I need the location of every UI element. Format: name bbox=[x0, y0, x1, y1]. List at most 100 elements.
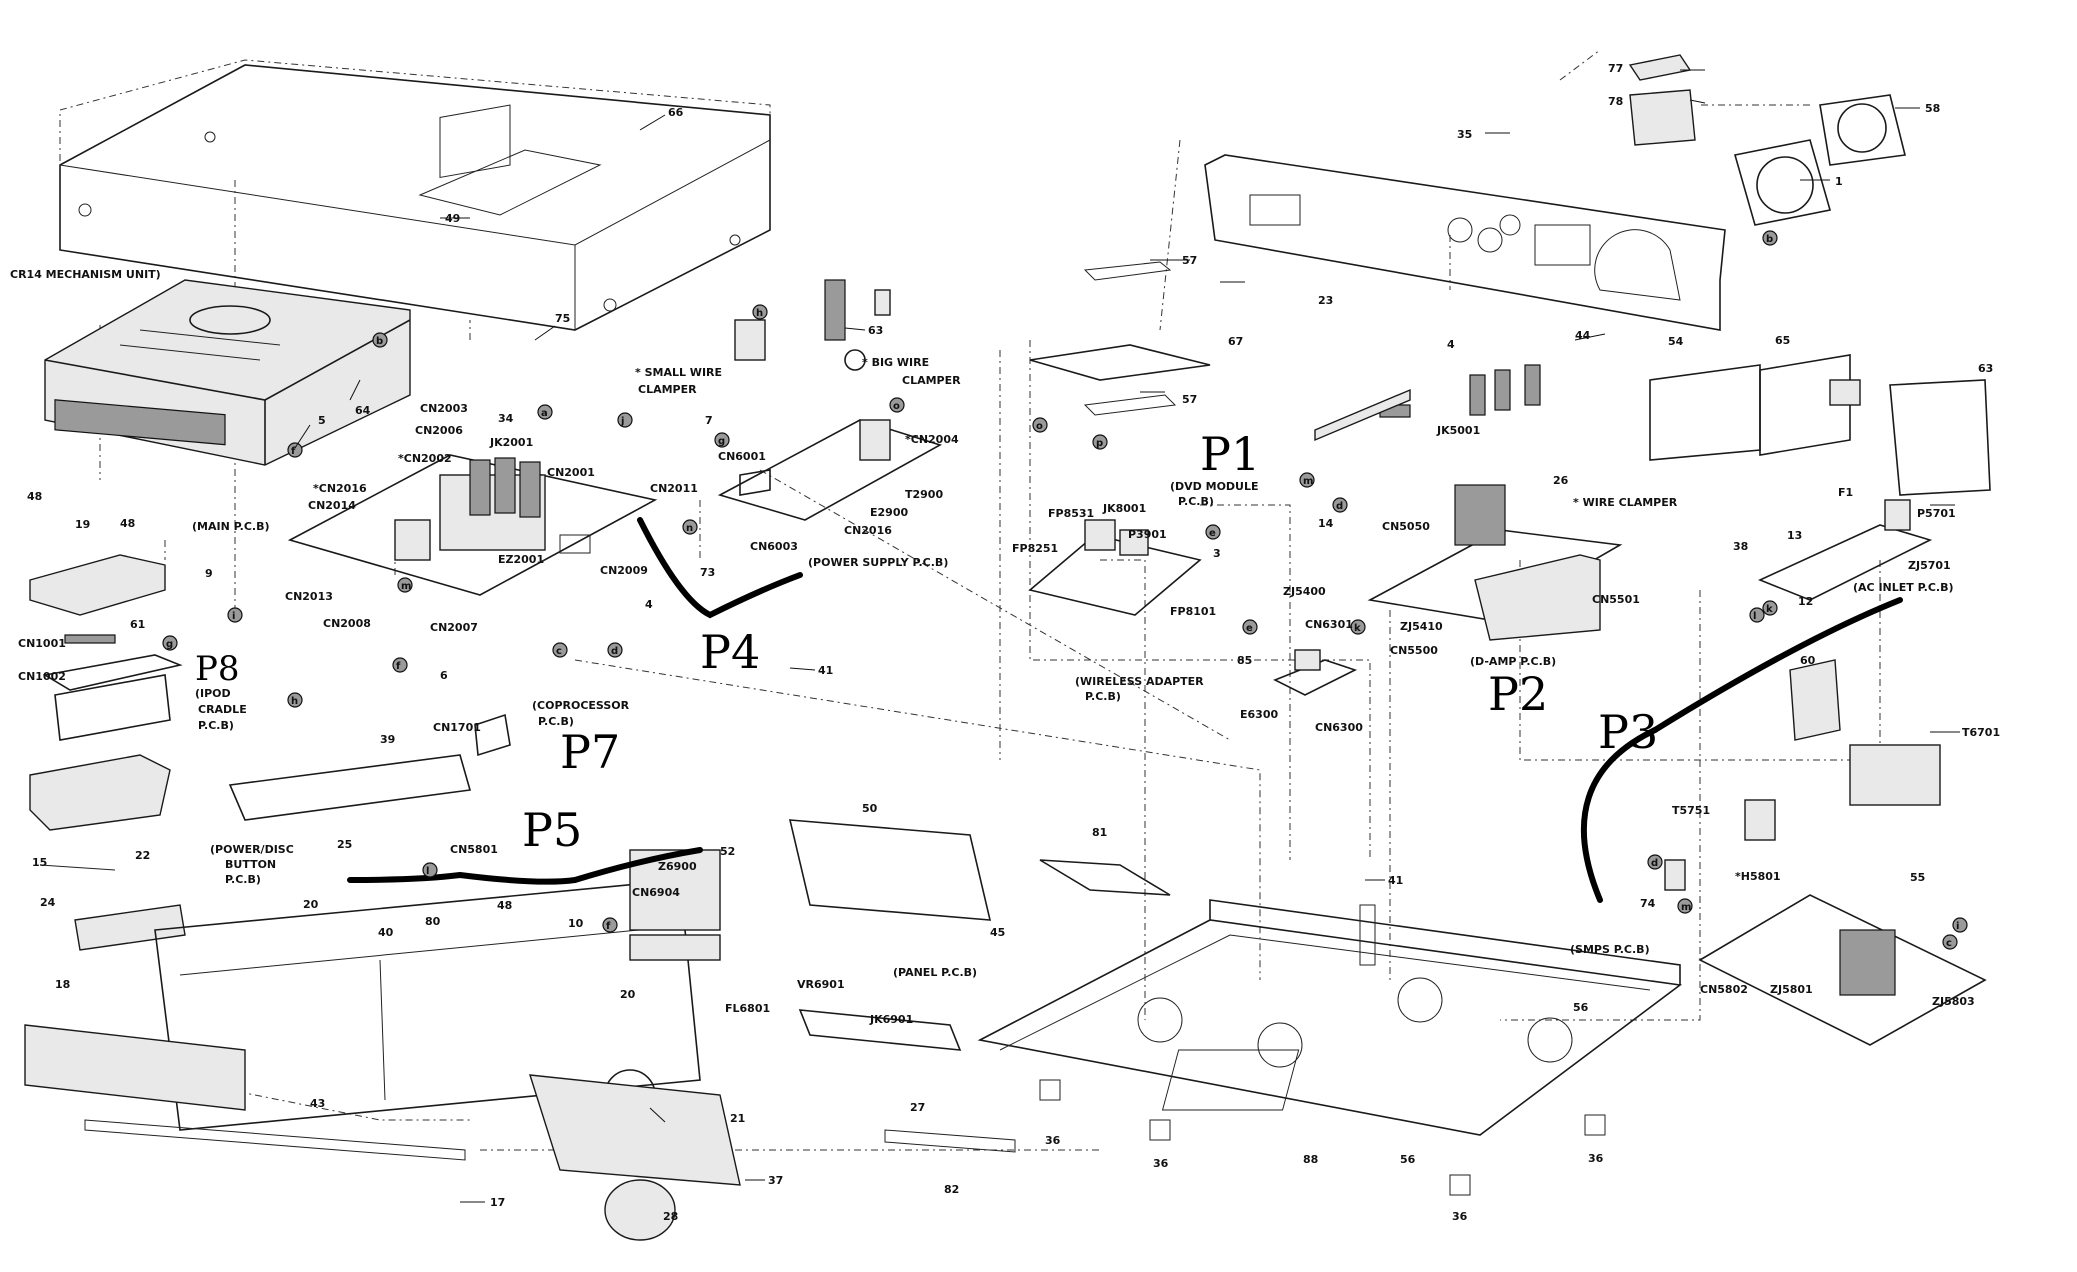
part-36d: 36 bbox=[1588, 1152, 1604, 1165]
part-23: 23 bbox=[1318, 294, 1333, 307]
handwritten-labels: P1 P2 P3 P4 P5 P7 P8 bbox=[195, 427, 1658, 857]
callout-e: e bbox=[1209, 528, 1216, 539]
callout-c: c bbox=[556, 646, 562, 657]
label-power-supply-pcb: (POWER SUPPLY P.C.B) bbox=[808, 556, 948, 569]
ref-ez2001: EZ2001 bbox=[498, 553, 544, 566]
handwritten-p3: P3 bbox=[1598, 705, 1658, 759]
part-35: 35 bbox=[1457, 128, 1472, 141]
part-63: 63 bbox=[868, 324, 883, 337]
label-power-disc-3: P.C.B) bbox=[225, 873, 261, 886]
label-power-disc-1: (POWER/DISC bbox=[210, 843, 294, 856]
part-63b: 63 bbox=[1978, 362, 1993, 375]
part-21: 21 bbox=[730, 1112, 745, 1125]
part-36c: 36 bbox=[1452, 1210, 1468, 1223]
ref-cn2009: CN2009 bbox=[600, 564, 648, 577]
part-15: 15 bbox=[32, 856, 47, 869]
label-wire-clamper: * WIRE CLAMPER bbox=[1573, 496, 1678, 509]
callout-f: f bbox=[291, 446, 296, 457]
part-27: 27 bbox=[910, 1101, 925, 1114]
callout-h: h bbox=[291, 696, 298, 707]
callout-l: l bbox=[1753, 611, 1756, 622]
part-45: 45 bbox=[990, 926, 1005, 939]
label-mechanism: CR14 MECHANISM UNIT) bbox=[10, 268, 161, 281]
ref-cn6003: CN6003 bbox=[750, 540, 798, 553]
ref-cn2001: CN2001 bbox=[547, 466, 595, 479]
callout-k2: k bbox=[1766, 604, 1773, 615]
callout-d2: d bbox=[1336, 501, 1343, 512]
ref-jk2001: JK2001 bbox=[489, 436, 533, 449]
part-28: 28 bbox=[663, 1210, 678, 1223]
part-80: 80 bbox=[425, 915, 441, 928]
part-75: 75 bbox=[555, 312, 570, 325]
part-14: 14 bbox=[1318, 517, 1334, 530]
part-49: 49 bbox=[445, 212, 460, 225]
part-18: 18 bbox=[55, 978, 70, 991]
callout-o2: o bbox=[1036, 421, 1043, 432]
label-dvd-module-1: (DVD MODULE bbox=[1170, 480, 1259, 493]
handwritten-p4: P4 bbox=[700, 625, 760, 679]
ref-zj5701: ZJ5701 bbox=[1908, 559, 1951, 572]
label-small-wire-2: CLAMPER bbox=[638, 383, 697, 396]
callout-d3: d bbox=[1651, 858, 1658, 869]
label-panel-pcb: (PANEL P.C.B) bbox=[893, 966, 977, 979]
part-55: 55 bbox=[1910, 871, 1925, 884]
part-38: 38 bbox=[1733, 540, 1748, 553]
part-1: 1 bbox=[1835, 175, 1843, 188]
cr14-mechanism-unit bbox=[44, 279, 411, 466]
callout-l2: l bbox=[426, 866, 429, 877]
part-54: 54 bbox=[1668, 335, 1684, 348]
ref-t6701: T6701 bbox=[1962, 726, 2000, 739]
ref-fp8251: FP8251 bbox=[1012, 542, 1058, 555]
label-wireless-1: (WIRELESS ADAPTER bbox=[1075, 675, 1204, 688]
front-panel-assembly bbox=[24, 754, 992, 1241]
part-41b: 41 bbox=[1388, 874, 1403, 887]
label-big-wire-2: CLAMPER bbox=[902, 374, 961, 387]
part-7: 7 bbox=[705, 414, 713, 427]
reference-designator-labels: CN2003 CN2006 *CN2002 JK2001 CN2001 *CN2… bbox=[18, 402, 2000, 1026]
part-9: 9 bbox=[205, 567, 213, 580]
ref-cn2003: CN2003 bbox=[420, 402, 468, 415]
part-24: 24 bbox=[40, 896, 56, 909]
callout-bubbles: b a m f i g f h c d j n h g o o p e m d … bbox=[162, 230, 1968, 950]
ref-cn1001: CN1001 bbox=[18, 637, 66, 650]
ref-cn6300: CN6300 bbox=[1315, 721, 1363, 734]
callout-e2: e bbox=[1246, 623, 1253, 634]
handwritten-p8: P8 bbox=[195, 649, 240, 689]
part-34: 34 bbox=[498, 412, 514, 425]
callout-i: i bbox=[232, 611, 235, 622]
part-64: 64 bbox=[355, 404, 371, 417]
board-name-labels: CR14 MECHANISM UNIT) (MAIN P.C.B) (POWER… bbox=[10, 268, 1953, 979]
cooling-fan bbox=[1628, 54, 1906, 226]
ref-cn5801: CN5801 bbox=[450, 843, 498, 856]
ref-cn1002: CN1002 bbox=[18, 670, 66, 683]
label-d-amp-pcb: (D-AMP P.C.B) bbox=[1470, 655, 1556, 668]
callout-d: d bbox=[611, 646, 618, 657]
ref-cn2002: *CN2002 bbox=[398, 452, 452, 465]
ref-cn5500: CN5500 bbox=[1390, 644, 1438, 657]
part-12: 12 bbox=[1798, 595, 1813, 608]
top-cover bbox=[59, 64, 771, 331]
part-57b: 57 bbox=[1182, 393, 1197, 406]
part-37: 37 bbox=[768, 1174, 783, 1187]
handwritten-p1: P1 bbox=[1200, 427, 1260, 481]
ref-z6900: Z6900 bbox=[658, 860, 697, 873]
smps-pcb bbox=[1664, 659, 1987, 1046]
ipod-cradle-assembly bbox=[29, 554, 183, 871]
ref-jk5001: JK5001 bbox=[1436, 424, 1480, 437]
ref-zj5803: ZJ5803 bbox=[1932, 995, 1975, 1008]
ref-cn2016b: CN2016 bbox=[844, 524, 892, 537]
part-20a: 20 bbox=[303, 898, 319, 911]
part-81: 81 bbox=[1092, 826, 1107, 839]
ref-zj5400: ZJ5400 bbox=[1283, 585, 1326, 598]
part-65: 65 bbox=[1775, 334, 1790, 347]
part-88: 88 bbox=[1303, 1153, 1318, 1166]
part-77: 77 bbox=[1608, 62, 1623, 75]
ref-cn2013: CN2013 bbox=[285, 590, 333, 603]
label-small-wire-1: * SMALL WIRE bbox=[635, 366, 722, 379]
part-4: 4 bbox=[645, 598, 653, 611]
ref-cn2016a: *CN2016 bbox=[313, 482, 367, 495]
part-number-labels: 66 49 64 5 75 34 63 7 73 41 9 6 4 48 19 … bbox=[27, 62, 1993, 1223]
ref-fp8531: FP8531 bbox=[1048, 507, 1094, 520]
wireless-adapter-pcb bbox=[1273, 649, 1358, 696]
